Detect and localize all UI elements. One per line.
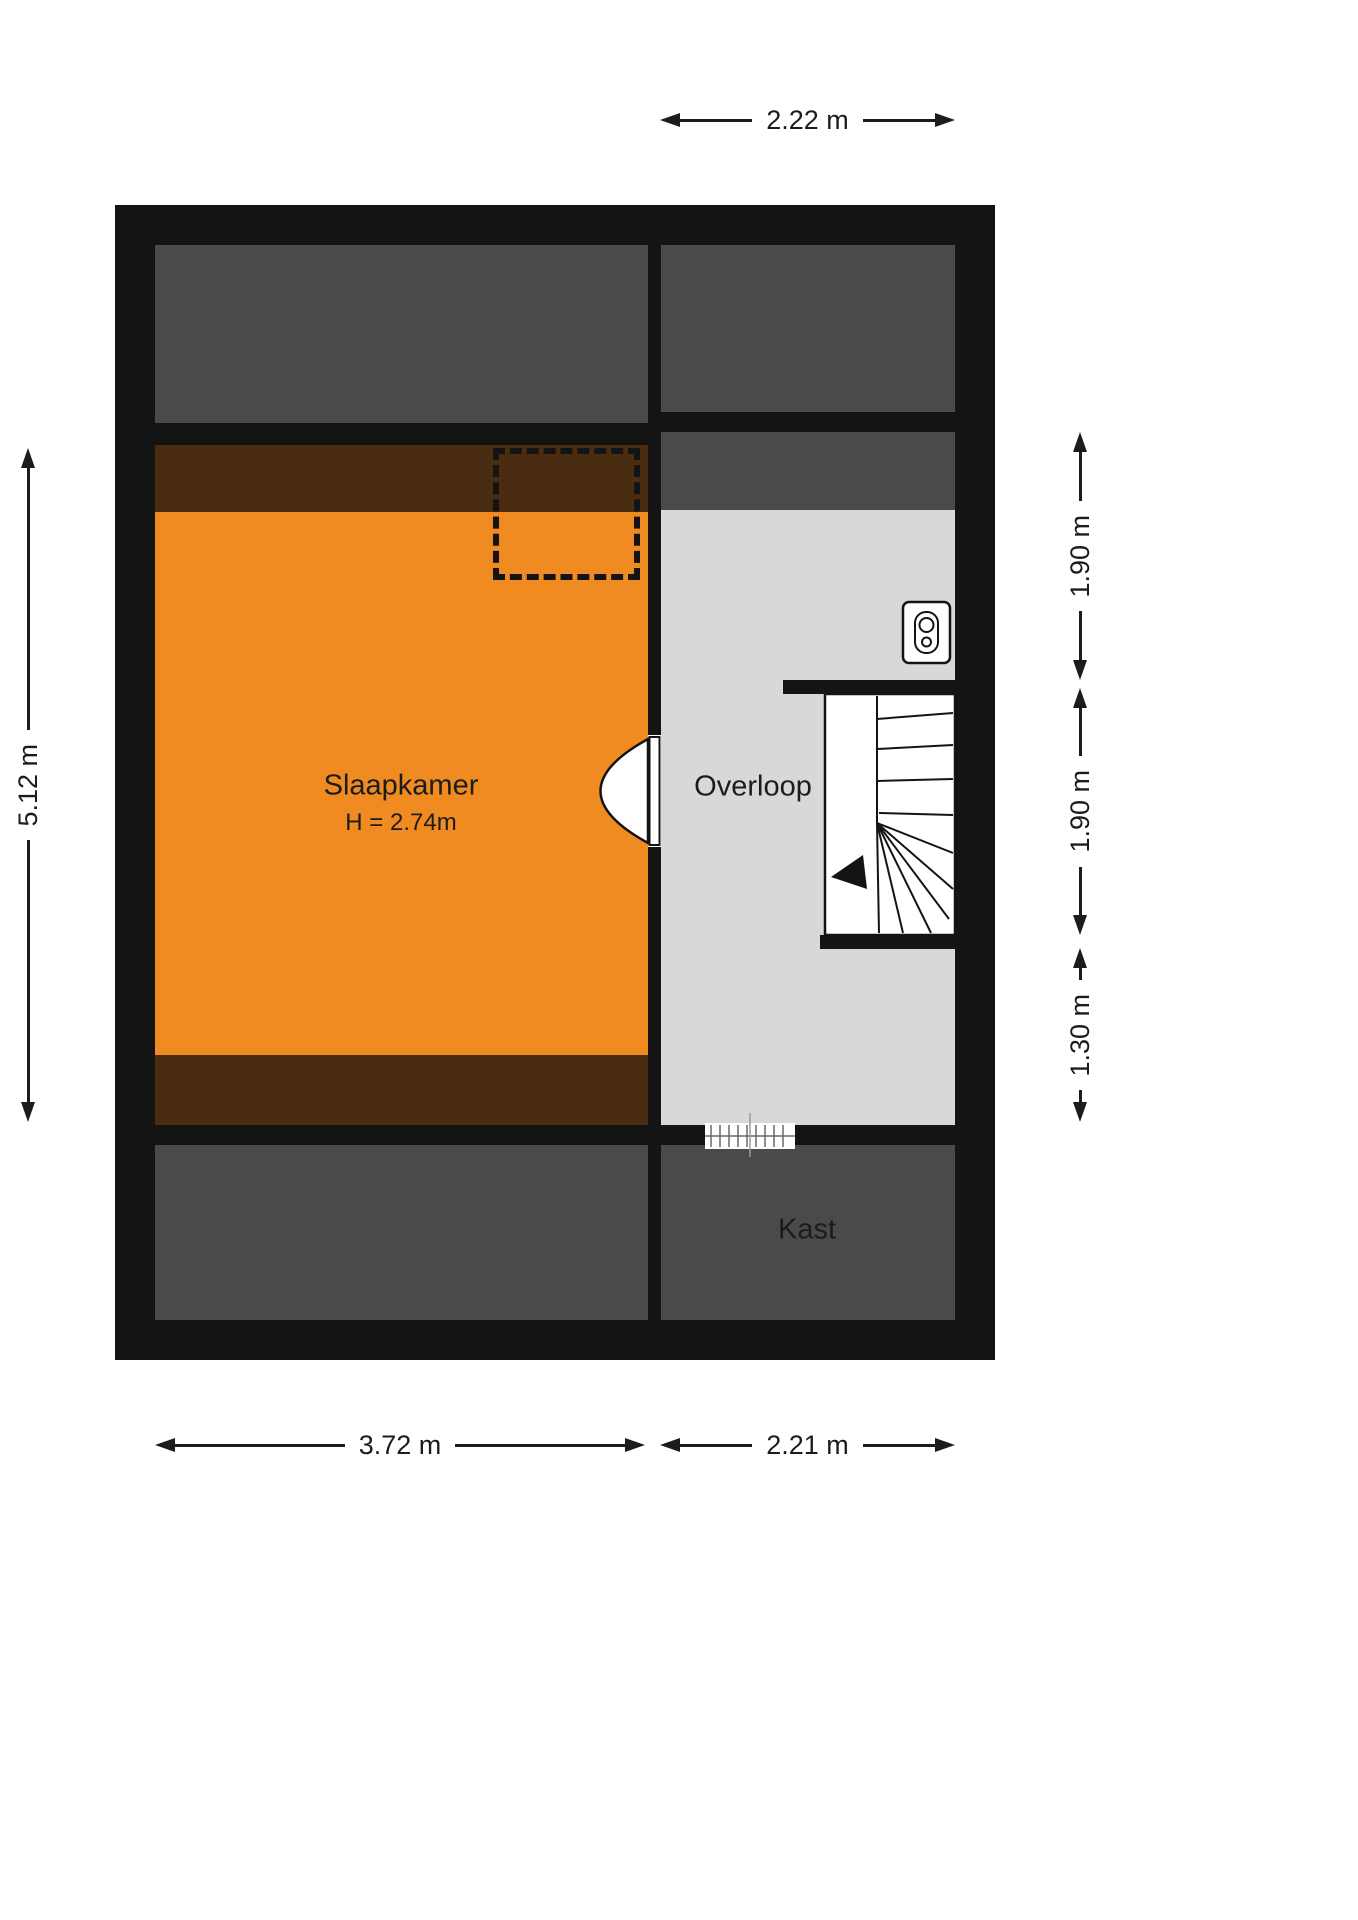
dimension-line bbox=[680, 1443, 753, 1447]
dimension-label: 1.90 m bbox=[1064, 770, 1095, 853]
dimension-bottom-left-width: 3.72 m bbox=[155, 1425, 646, 1465]
landing-floor bbox=[661, 510, 955, 1125]
landing-label: Overloop bbox=[694, 770, 812, 803]
dimension-line bbox=[455, 1443, 626, 1447]
closet-label: Kast bbox=[777, 1213, 837, 1246]
dimension-left-height: 5.12 m bbox=[6, 448, 50, 1123]
dimension-right-middle: 1.90 m bbox=[1058, 688, 1102, 936]
bedroom-floor bbox=[155, 512, 648, 1055]
attic-floor-bottom-left bbox=[155, 1145, 648, 1320]
dimension-line bbox=[26, 468, 30, 730]
dimension-line bbox=[680, 118, 753, 122]
dimension-label: 2.22 m bbox=[766, 104, 849, 135]
dimension-label: 5.12 m bbox=[12, 743, 43, 827]
dimension-bottom-right-width: 2.21 m bbox=[660, 1425, 956, 1465]
dimension-label: 3.72 m bbox=[358, 1429, 442, 1460]
dimension-line bbox=[1078, 708, 1082, 757]
floorplan: Slaapkamer H = 2.74m Overloop Kast bbox=[115, 205, 995, 1360]
dimension-line bbox=[1078, 1090, 1082, 1103]
arrowhead-down-icon bbox=[1073, 1102, 1087, 1123]
dimension-line bbox=[1078, 968, 1082, 980]
arrowhead-right-icon bbox=[935, 113, 956, 127]
arrowhead-down-icon bbox=[1073, 660, 1087, 681]
dimension-line bbox=[1078, 866, 1082, 916]
dimension-label: 1.30 m bbox=[1064, 993, 1095, 1077]
arrowhead-up-icon bbox=[21, 448, 35, 468]
dimension-right-upper: 1.90 m bbox=[1058, 432, 1102, 681]
arrowhead-up-icon bbox=[1073, 688, 1087, 708]
dimension-line bbox=[175, 1443, 345, 1447]
dimension-top-width: 2.22 m bbox=[660, 100, 956, 140]
arrowhead-down-icon bbox=[1073, 915, 1087, 936]
knee-wall-strip-top bbox=[155, 445, 648, 512]
door-leaf bbox=[648, 736, 661, 846]
dimension-line bbox=[1078, 452, 1082, 501]
dimension-line bbox=[862, 118, 936, 122]
arrowhead-up-icon bbox=[1073, 948, 1087, 968]
door-opening bbox=[648, 735, 661, 847]
dimension-line bbox=[862, 1443, 936, 1447]
arrowhead-right-icon bbox=[935, 1438, 956, 1452]
dimension-line bbox=[26, 840, 30, 1103]
closet-door-hatch bbox=[710, 1125, 784, 1147]
arrowhead-up-icon bbox=[1073, 432, 1087, 452]
attic-floor-top-left bbox=[155, 245, 648, 423]
bedroom-height-label: H = 2.74m bbox=[345, 809, 457, 836]
dimension-label: 2.21 m bbox=[766, 1429, 849, 1460]
arrowhead-left-icon bbox=[660, 113, 680, 127]
dimension-line bbox=[1078, 611, 1082, 661]
arrowhead-down-icon bbox=[21, 1102, 35, 1123]
attic-strip-right bbox=[661, 432, 955, 510]
bedroom-label: Slaapkamer bbox=[323, 769, 479, 802]
arrowhead-left-icon bbox=[660, 1438, 680, 1452]
closet-floor bbox=[661, 1145, 955, 1320]
knee-wall-strip-bottom bbox=[155, 1055, 648, 1125]
attic-floor-top-right bbox=[661, 245, 955, 412]
dashed-void-outline bbox=[493, 448, 640, 580]
arrowhead-right-icon bbox=[625, 1438, 646, 1452]
dimension-right-lower: 1.30 m bbox=[1058, 948, 1102, 1123]
arrowhead-left-icon bbox=[155, 1438, 175, 1452]
dimension-label: 1.90 m bbox=[1064, 514, 1095, 598]
